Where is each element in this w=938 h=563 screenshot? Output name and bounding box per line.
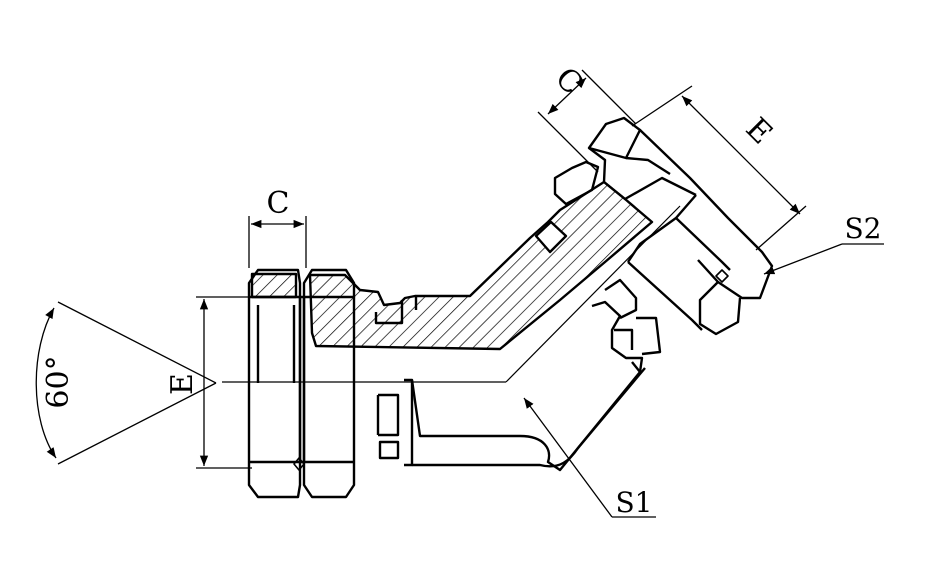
- elbow-outline-lower: [376, 278, 662, 472]
- label-s2: S2: [845, 212, 882, 245]
- label-e-right: E: [739, 111, 779, 151]
- dim-e-right: [631, 85, 807, 251]
- elbow-body-section: [250, 160, 654, 351]
- label-angle-60: 60°: [41, 355, 76, 408]
- centerlines: [222, 205, 681, 383]
- dim-c-left: [248, 216, 307, 268]
- label-c-left: C: [267, 186, 290, 221]
- dim-e-left: [196, 296, 252, 469]
- dim-angle-60: [35, 301, 217, 465]
- label-c-top: C: [548, 61, 589, 102]
- leader-s2: [763, 243, 884, 275]
- leader-s1: [523, 397, 656, 518]
- label-s1: S1: [616, 486, 653, 519]
- dim-c-top: [537, 69, 637, 173]
- label-e-left: E: [165, 373, 200, 395]
